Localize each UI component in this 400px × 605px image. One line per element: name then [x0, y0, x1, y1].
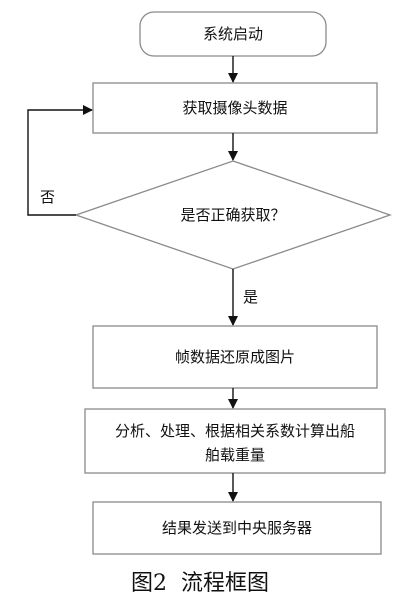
analyze-node-label-line2: 舶载重量	[205, 446, 265, 464]
analyze-node-label-line1: 分析、处理、根据相关系数计算出船	[115, 422, 355, 440]
figure-caption: 图2 流程框图	[131, 571, 269, 596]
analyze-node	[84, 408, 386, 474]
no-branch-label: 否	[40, 188, 55, 206]
send-node-label: 结果发送到中央服务器	[162, 519, 312, 537]
capture-node-label: 获取摄像头数据	[182, 99, 287, 117]
arrow-no-loop	[27, 105, 93, 216]
decision-node-label: 是否正确获取？	[180, 206, 285, 224]
capture-node	[92, 82, 378, 134]
restore-node	[92, 325, 378, 389]
start-node-label: 系统启动	[203, 25, 263, 43]
restore-node-label: 帧数据还原成图片	[175, 348, 295, 366]
yes-branch-label: 是	[243, 288, 258, 306]
send-node	[92, 501, 382, 555]
